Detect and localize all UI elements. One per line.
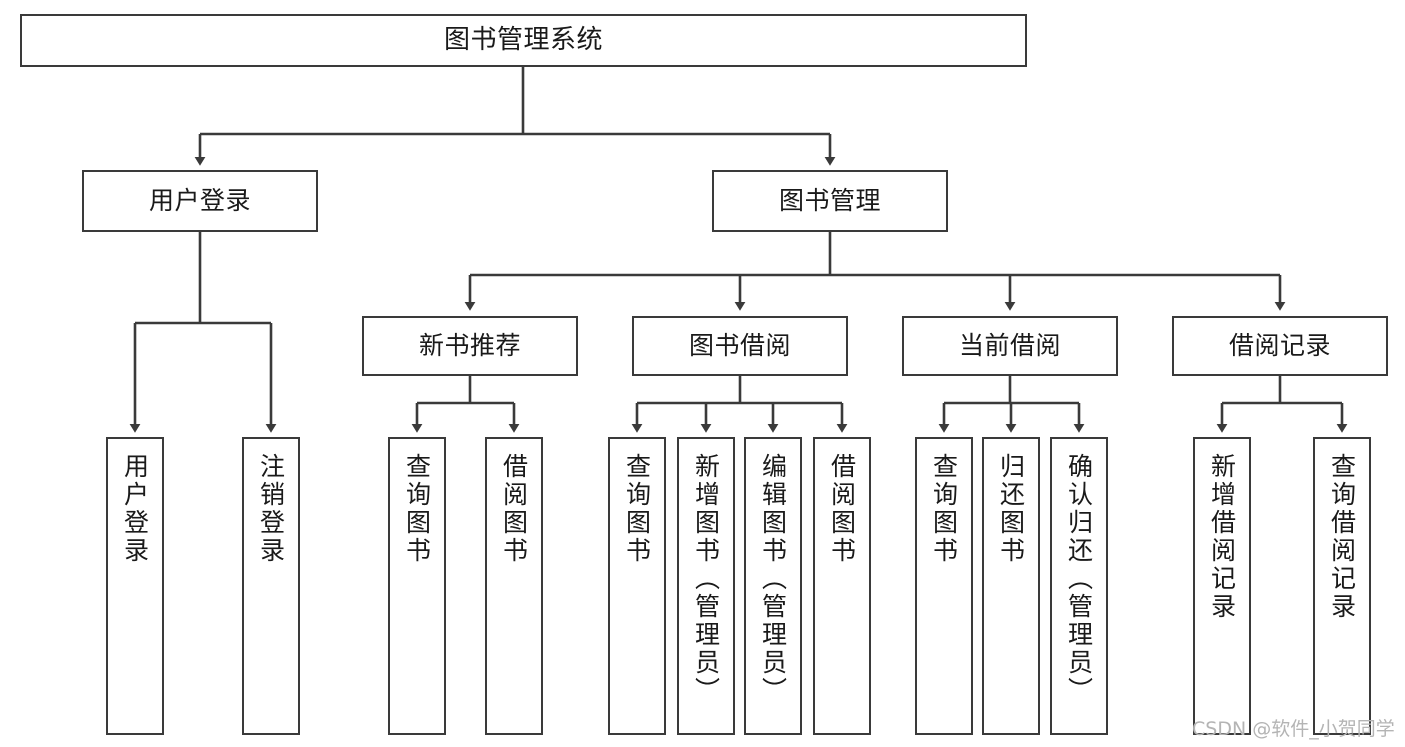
leaf-borrow-query-books[interactable]: 查询图书 <box>608 437 666 735</box>
leaf-user-login-signin[interactable]: 用户登录 <box>106 437 164 735</box>
leaf-current-confirm-return-admin[interactable]: 确认归还（管理员） <box>1050 437 1108 735</box>
node-label: 新增借阅记录 <box>1207 453 1237 621</box>
node-label: 用户登录 <box>148 186 251 216</box>
node-label: 新增图书（管理员） <box>691 453 721 705</box>
leaf-records-query-record[interactable]: 查询借阅记录 <box>1313 437 1371 735</box>
leaf-user-login-signout[interactable]: 注销登录 <box>242 437 300 735</box>
node-label: 注销登录 <box>256 453 286 565</box>
node-label: 查询图书 <box>622 453 652 565</box>
node-current-borrowing[interactable]: 当前借阅 <box>902 316 1118 376</box>
leaf-borrow-edit-book-admin[interactable]: 编辑图书（管理员） <box>744 437 802 735</box>
leaf-records-add-record[interactable]: 新增借阅记录 <box>1193 437 1251 735</box>
node-label: 图书管理 <box>778 186 881 216</box>
node-label: 用户登录 <box>120 453 150 565</box>
node-label: 借阅记录 <box>1228 331 1331 361</box>
leaf-current-return-books[interactable]: 归还图书 <box>982 437 1040 735</box>
node-label: 图书管理系统 <box>443 25 603 56</box>
node-label: 借阅图书 <box>827 453 857 565</box>
node-label: 图书借阅 <box>688 331 791 361</box>
csdn-watermark: CSDN @软件_小贺同学 <box>1192 718 1395 740</box>
node-label: 归还图书 <box>996 453 1026 565</box>
node-user-login[interactable]: 用户登录 <box>82 170 318 232</box>
leaf-current-query-books[interactable]: 查询图书 <box>915 437 973 735</box>
node-borrowing-records[interactable]: 借阅记录 <box>1172 316 1388 376</box>
leaf-borrow-add-book-admin[interactable]: 新增图书（管理员） <box>677 437 735 735</box>
leaf-new-book-query-books[interactable]: 查询图书 <box>388 437 446 735</box>
node-label: 查询借阅记录 <box>1327 453 1357 621</box>
node-book-borrowing[interactable]: 图书借阅 <box>632 316 848 376</box>
node-label: 查询图书 <box>402 453 432 565</box>
node-label: 查询图书 <box>929 453 959 565</box>
node-label: 当前借阅 <box>958 331 1061 361</box>
node-label: 确认归还（管理员） <box>1064 453 1094 705</box>
node-root-book-management-system[interactable]: 图书管理系统 <box>20 14 1027 67</box>
node-label: 编辑图书（管理员） <box>758 453 788 705</box>
node-book-management[interactable]: 图书管理 <box>712 170 948 232</box>
node-new-book-recommendation[interactable]: 新书推荐 <box>362 316 578 376</box>
leaf-new-book-borrow-books[interactable]: 借阅图书 <box>485 437 543 735</box>
node-label: 借阅图书 <box>499 453 529 565</box>
leaf-borrow-borrow-books[interactable]: 借阅图书 <box>813 437 871 735</box>
node-label: 新书推荐 <box>418 331 521 361</box>
